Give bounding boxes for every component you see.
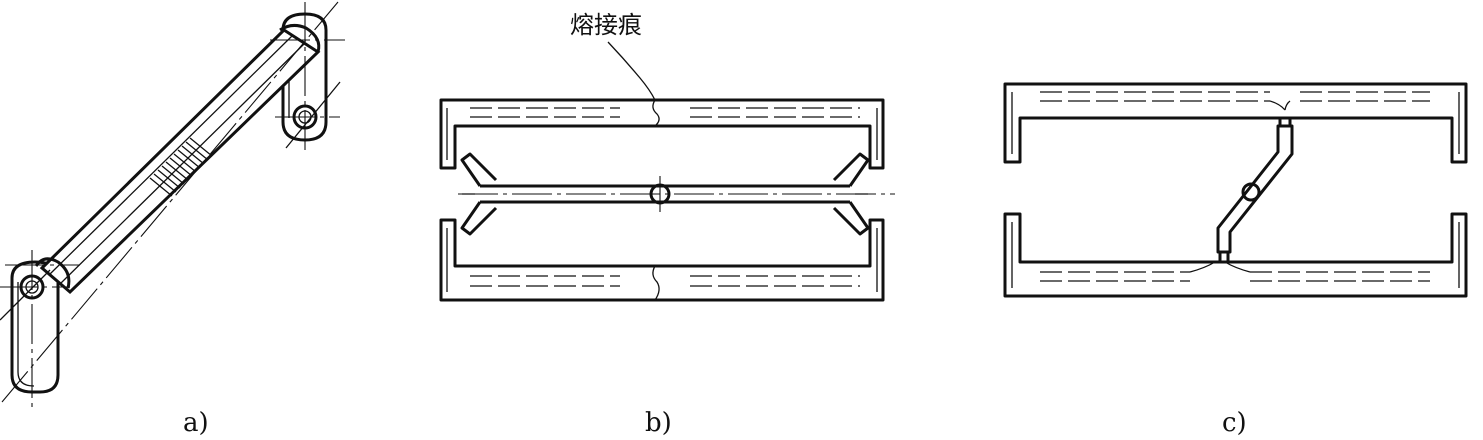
panel-a-rod-drawing (0, 1, 345, 410)
weld-line-lower (652, 265, 660, 301)
upper-mold-part (439, 98, 885, 170)
rod-centerline (1, 1, 339, 403)
weld-line-upper (652, 99, 660, 127)
rod-body (34, 23, 321, 295)
lower-mold-part (439, 218, 885, 302)
knurled-grip (149, 137, 213, 197)
lower-mold-part-c (1003, 212, 1468, 298)
sprue-gate-c (1241, 182, 1261, 202)
panel-label-a: a) (183, 408, 209, 438)
weld-line-annotation: 熔接痕 (570, 11, 642, 39)
annotation-leader (607, 41, 656, 101)
panel-label-c: c) (1222, 408, 1247, 438)
panel-label-b: b) (645, 408, 672, 438)
diagonal-runner (1216, 116, 1294, 264)
panel-c-mold-drawing (1003, 82, 1468, 298)
upper-mold-part-c (1003, 82, 1468, 164)
panel-b-mold-drawing: 熔接痕 (439, 11, 895, 302)
lower-link-plate (10, 260, 60, 394)
